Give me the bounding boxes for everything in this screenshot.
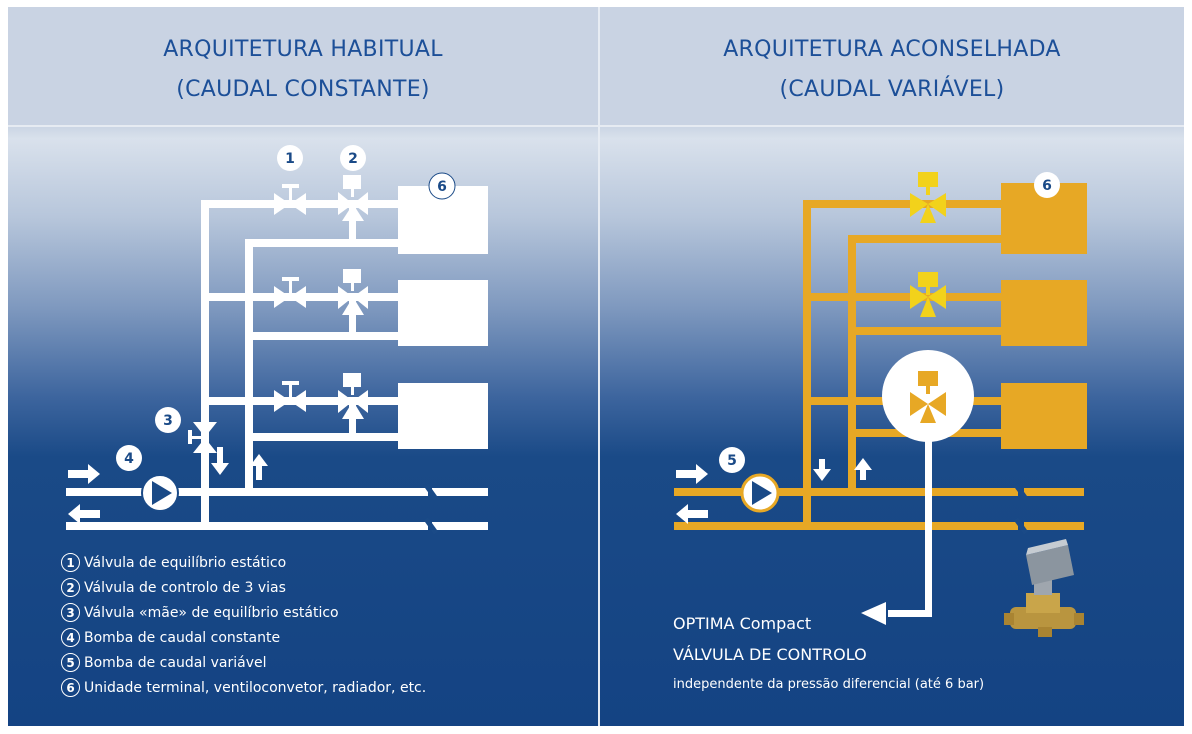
- return-out-arrow: [68, 504, 100, 524]
- balancing-valve-icon: [274, 381, 306, 412]
- variable-pump-icon: [740, 473, 780, 513]
- return-riser-right: [848, 235, 856, 496]
- mother-valve-icon: [188, 422, 217, 453]
- left-flow-arrows: [68, 447, 268, 524]
- supply-in-arrow-right: [676, 464, 708, 484]
- optima-product-description: independente da pressão diferencial (até…: [673, 677, 985, 692]
- pibcv-valve-icon: [910, 272, 946, 317]
- legend-item-5: 5 Bomba de caudal variável: [61, 650, 426, 675]
- supply-main-pipe-right: [674, 488, 1018, 496]
- left-panel: ARQUITETURA HABITUAL (CAUDAL CONSTANTE): [8, 7, 598, 726]
- marker-6-right: 6: [1042, 178, 1052, 194]
- row1-supply-right: [803, 200, 1008, 208]
- leader-line-horizontal: [888, 610, 932, 617]
- marker-6: 6: [437, 179, 447, 195]
- legend-text: Válvula de controlo de 3 vias: [84, 579, 286, 596]
- legend-item-2: 2 Válvula de controlo de 3 vias: [61, 575, 426, 600]
- return-main-pipe-cont: [432, 522, 488, 530]
- supply-riser: [201, 200, 209, 530]
- row2-supply-right: [803, 293, 1008, 301]
- pibcv-valve-icon: [910, 172, 946, 223]
- right-title-line2: (CAUDAL VARIÁVEL): [779, 77, 1005, 102]
- leader-line-vertical: [925, 427, 932, 617]
- terminal-unit-3: [398, 383, 488, 449]
- return-main-pipe-right: [674, 522, 1018, 530]
- legend: 1 Válvula de equilíbrio estático 2 Válvu…: [61, 550, 426, 700]
- terminal-unit-2: [398, 280, 488, 346]
- marker-1: 1: [285, 151, 295, 167]
- row1-return-right: [848, 235, 1008, 243]
- diagram-frame: ARQUITETURA HABITUAL (CAUDAL CONSTANTE) …: [8, 7, 1184, 726]
- return-out-arrow-right: [676, 504, 708, 524]
- right-piping: [674, 183, 1087, 530]
- row3-return-pipe: [245, 433, 406, 441]
- left-title-line2: (CAUDAL CONSTANTE): [176, 77, 430, 102]
- return-main-pipe: [66, 522, 428, 530]
- supply-riser-right: [803, 200, 811, 530]
- right-flow-arrows: [676, 458, 872, 524]
- down-flow-arrow: [211, 447, 229, 475]
- left-number-markers: 1 2 3 4 6: [116, 145, 456, 471]
- optima-product-subtitle: VÁLVULA DE CONTROLO: [673, 645, 867, 664]
- legend-item-4: 4 Bomba de caudal constante: [61, 625, 426, 650]
- row1-bypass: [349, 200, 356, 244]
- legend-text: Bomba de caudal variável: [84, 654, 267, 671]
- row1-return-pipe: [245, 239, 406, 247]
- legend-number: 4: [61, 628, 80, 647]
- legend-text: Válvula de equilíbrio estático: [84, 554, 287, 571]
- left-piping: [66, 186, 488, 530]
- row2-return-pipe: [245, 332, 406, 340]
- legend-text: Bomba de caudal constante: [84, 629, 281, 646]
- balancing-valve-icon: [274, 277, 306, 308]
- legend-number: 1: [61, 553, 80, 572]
- legend-number: 5: [61, 653, 80, 672]
- row2-return-right: [848, 327, 1008, 335]
- marker-2: 2: [348, 151, 358, 167]
- balancing-valve-icon: [274, 184, 306, 215]
- right-title-line1: ARQUITETURA ACONSELHADA: [723, 37, 1061, 62]
- three-way-valve-icon: [338, 175, 368, 221]
- three-way-valve-icon: [338, 269, 368, 315]
- right-header: ARQUITETURA ACONSELHADA (CAUDAL VARIÁVEL…: [600, 7, 1184, 127]
- left-header: ARQUITETURA HABITUAL (CAUDAL CONSTANTE): [8, 7, 598, 127]
- legend-item-1: 1 Válvula de equilíbrio estático: [61, 550, 426, 575]
- up-flow-arrow: [250, 454, 268, 480]
- right-number-markers: 5 6: [719, 172, 1060, 473]
- supply-main-pipe-cont: [432, 488, 488, 496]
- up-flow-arrow-right: [854, 458, 872, 480]
- return-riser: [245, 239, 253, 496]
- leader-arrow-head: [861, 602, 886, 625]
- optima-valve-product-image: [1004, 539, 1084, 637]
- left-title-line1: ARQUITETURA HABITUAL: [163, 37, 443, 62]
- right-pipe-breaks: [1013, 483, 1029, 535]
- marker-5: 5: [727, 453, 737, 469]
- terminal-unit-right-2: [1001, 280, 1087, 346]
- panel-divider: [598, 7, 600, 726]
- legend-item-6: 6 Unidade terminal, ventiloconvetor, rad…: [61, 675, 426, 700]
- constant-pump-icon: [141, 474, 179, 512]
- marker-3: 3: [163, 413, 173, 429]
- legend-number: 2: [61, 578, 80, 597]
- three-way-valve-icon: [338, 373, 368, 419]
- legend-number: 6: [61, 678, 80, 697]
- legend-item-3: 3 Válvula «mãe» de equilíbrio estático: [61, 600, 426, 625]
- marker-4: 4: [124, 451, 134, 467]
- pibcv-valve-zoom-icon: [910, 371, 946, 423]
- supply-in-arrow: [68, 464, 100, 484]
- optima-product-name: OPTIMA Compact: [673, 614, 812, 633]
- left-pipe-breaks: [423, 483, 439, 535]
- terminal-unit-right-3: [1001, 383, 1087, 449]
- zoom-circle: [861, 350, 974, 625]
- schematic-svg: 1 2 3 4 6: [66, 145, 1087, 637]
- legend-text: Unidade terminal, ventiloconvetor, radia…: [84, 679, 427, 696]
- return-main-pipe-right-cont: [1024, 522, 1084, 530]
- legend-text: Válvula «mãe» de equilíbrio estático: [84, 604, 339, 621]
- supply-main-pipe-right-cont: [1024, 488, 1084, 496]
- down-flow-arrow-right: [813, 459, 831, 481]
- right-panel: ARQUITETURA ACONSELHADA (CAUDAL VARIÁVEL…: [600, 7, 1184, 726]
- legend-number: 3: [61, 603, 80, 622]
